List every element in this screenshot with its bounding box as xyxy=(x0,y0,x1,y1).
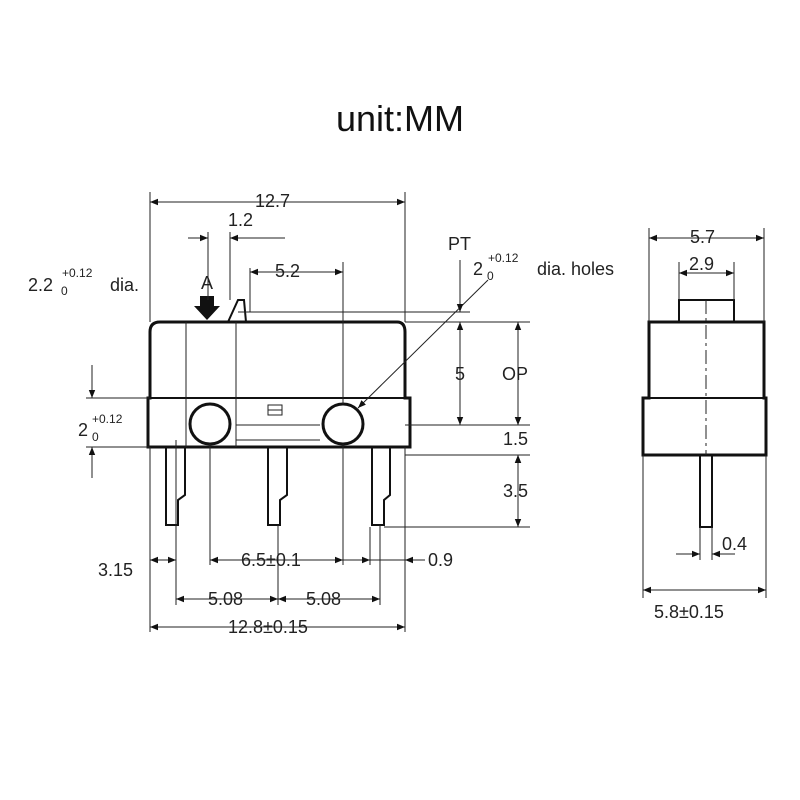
down-arrow-icon xyxy=(194,296,220,320)
dim-5: 5 xyxy=(455,364,465,384)
front-left-labels: 2.2 +0.12 0 dia. 2 +0.12 0 xyxy=(28,266,150,478)
left-dia-main: 2.2 xyxy=(28,275,53,295)
dim-5-2: 5.2 xyxy=(275,261,300,281)
side-dim-5-8: 5.8±0.15 xyxy=(654,602,724,622)
dim-5-08-b: 5.08 xyxy=(306,589,341,609)
holes-text: dia. holes xyxy=(537,259,614,279)
side-dim-5-7: 5.7 xyxy=(690,227,715,247)
dim-5-08-a: 5.08 xyxy=(208,589,243,609)
hole-main: 2 xyxy=(78,420,88,440)
left-dia-text: dia. xyxy=(110,275,139,295)
dim-3-15: 3.15 xyxy=(98,560,133,580)
dim-0-9: 0.9 xyxy=(428,550,453,570)
dim-3-5: 3.5 xyxy=(503,481,528,501)
hole-sub: 0 xyxy=(92,430,99,444)
holes-sub: 0 xyxy=(487,269,494,283)
dim-1-5: 1.5 xyxy=(503,429,528,449)
front-view: A xyxy=(146,273,470,526)
dim-12-7: 12.7 xyxy=(255,191,290,211)
side-dim-0-4: 0.4 xyxy=(722,534,747,554)
front-right-dims: PT 2 +0.12 0 dia. holes 5 OP 1.5 3.5 xyxy=(357,234,614,528)
dim-op: OP xyxy=(502,364,528,384)
side-dim-2-9: 2.9 xyxy=(689,254,714,274)
left-dia-sub: 0 xyxy=(61,284,68,298)
left-dia-sup: +0.12 xyxy=(62,266,93,280)
actuator-label: A xyxy=(201,273,213,293)
hole-sup: +0.12 xyxy=(92,412,123,426)
dim-12-8: 12.8±0.15 xyxy=(228,617,308,637)
holes-main: 2 xyxy=(473,259,483,279)
page-title: unit:MM xyxy=(335,98,465,139)
pt-label: PT xyxy=(448,234,471,254)
front-top-dims: 12.7 1.2 5.2 xyxy=(149,191,406,404)
dim-6-5: 6.5±0.1 xyxy=(241,550,301,570)
holes-sup: +0.12 xyxy=(488,251,519,265)
dim-1-2: 1.2 xyxy=(228,210,253,230)
front-bottom-dims: 3.15 6.5±0.1 0.9 5.08 5.08 12.8±0.15 xyxy=(98,440,453,637)
side-view: 5.7 2.9 0.4 5.8±0.15 xyxy=(641,227,768,622)
